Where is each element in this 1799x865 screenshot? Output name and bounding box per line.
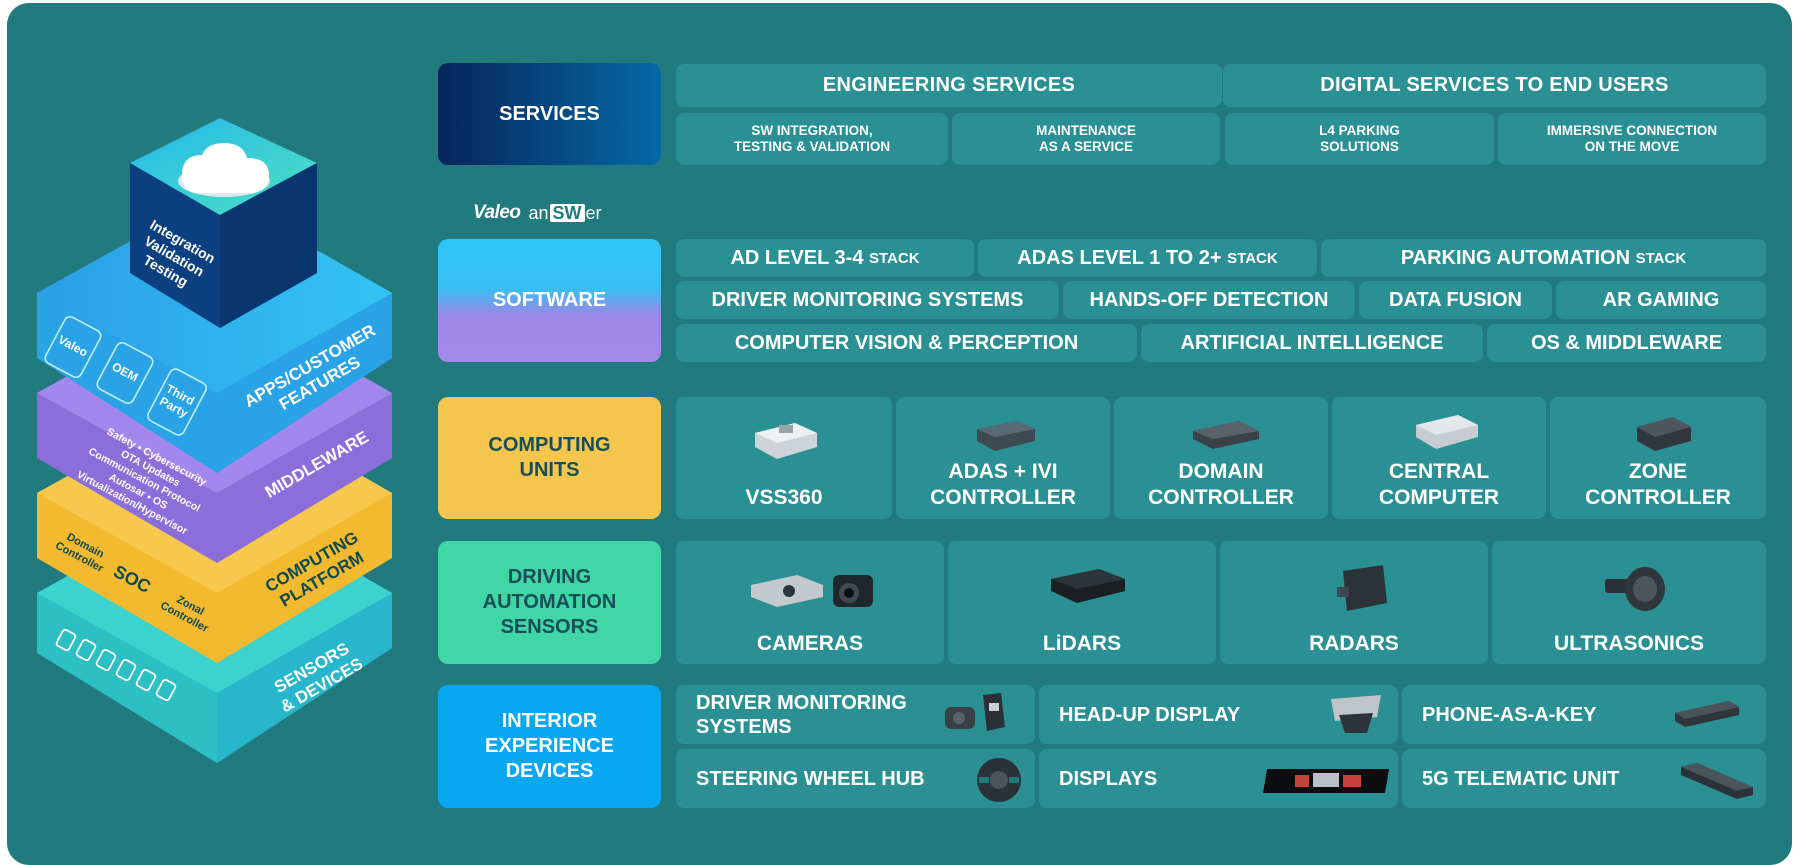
sensor-ultrasonics: ULTRASONICS (1492, 541, 1766, 664)
service-immersive: IMMERSIVE CONNECTION ON THE MOVE (1498, 113, 1766, 165)
category-software: SOFTWARE (438, 239, 661, 362)
sw-hands-off: HANDS-OFF DETECTION (1063, 281, 1355, 319)
category-sensors: DRIVING AUTOMATION SENSORS (438, 541, 661, 664)
hud-image (1331, 695, 1381, 733)
telematic-image (1681, 763, 1753, 799)
answer-wordmark: an SW er (529, 203, 602, 224)
cloud-icon (178, 143, 270, 197)
sw-data-fusion: DATA FUSION (1359, 281, 1552, 319)
sensor-cameras: CAMERAS (676, 541, 944, 664)
service-l4-parking: L4 PARKING SOLUTIONS (1225, 113, 1494, 165)
central-computer-image (1416, 415, 1478, 449)
domain-controller-image (1193, 421, 1259, 449)
service-maintenance: MAINTENANCE AS A SERVICE (952, 113, 1220, 165)
valeo-wordmark: Valeo (473, 202, 521, 223)
unit-zone-controller: ZONE CONTROLLER (1550, 397, 1766, 519)
app-chips (44, 315, 207, 436)
answer-box: SW (549, 204, 585, 222)
services-head-digital: DIGITAL SERVICES TO END USERS (1223, 64, 1766, 107)
unit-adas-ivi: ADAS + IVI CONTROLLER (896, 397, 1110, 519)
lidar-image (1051, 569, 1125, 603)
sw-ad-level: AD LEVEL 3-4 STACK (676, 239, 974, 277)
valeo-answer-logo: Valeo an SW er (473, 201, 602, 225)
radar-image (1337, 565, 1387, 611)
stack-top-box (130, 118, 317, 328)
unit-central-computer: CENTRAL COMPUTER (1332, 397, 1546, 519)
answer-pre: an (528, 202, 549, 223)
interior-driver-monitoring: DRIVER MONITORING SYSTEMS (676, 685, 1035, 744)
zone-controller-image (1637, 417, 1691, 451)
services-head-engineering: ENGINEERING SERVICES (676, 64, 1222, 107)
interior-steering-hub: STEERING WHEEL HUB (676, 749, 1035, 808)
category-services: SERVICES (438, 63, 661, 165)
service-sw-integration: SW INTEGRATION, TESTING & VALIDATION (676, 113, 948, 165)
sw-adas-level: ADAS LEVEL 1 TO 2+ STACK (978, 239, 1317, 277)
cameras-image (751, 575, 873, 607)
vss360-image (755, 423, 817, 459)
adas-ivi-image (977, 421, 1035, 451)
dms-image (945, 693, 1005, 731)
diagram-frame: Integration Validation Testing APPS/CUST… (7, 3, 1792, 865)
architecture-stack (37, 118, 392, 763)
sw-ar-gaming: AR GAMING (1556, 281, 1766, 319)
sw-driver-monitoring: DRIVER MONITORING SYSTEMS (676, 281, 1059, 319)
category-computing: COMPUTING UNITS (438, 397, 661, 519)
display-image (1263, 769, 1389, 793)
unit-domain-controller: DOMAIN CONTROLLER (1114, 397, 1328, 519)
sensor-lidars: LiDARS (948, 541, 1216, 664)
category-interior: INTERIOR EXPERIENCE DEVICES (438, 685, 661, 808)
interior-telematic: 5G TELEMATIC UNIT (1402, 749, 1766, 808)
sw-os-middleware: OS & MIDDLEWARE (1487, 324, 1766, 362)
unit-vss360: VSS360 (676, 397, 892, 519)
sw-ai: ARTIFICIAL INTELLIGENCE (1141, 324, 1483, 362)
sensor-squares (55, 628, 177, 702)
phone-key-image (1675, 701, 1739, 727)
answer-post: er (585, 202, 602, 223)
sw-computer-vision: COMPUTER VISION & PERCEPTION (676, 324, 1137, 362)
steering-hub-image (977, 758, 1021, 802)
ultrasonic-image (1605, 567, 1665, 611)
sw-parking-automation: PARKING AUTOMATION STACK (1321, 239, 1766, 277)
